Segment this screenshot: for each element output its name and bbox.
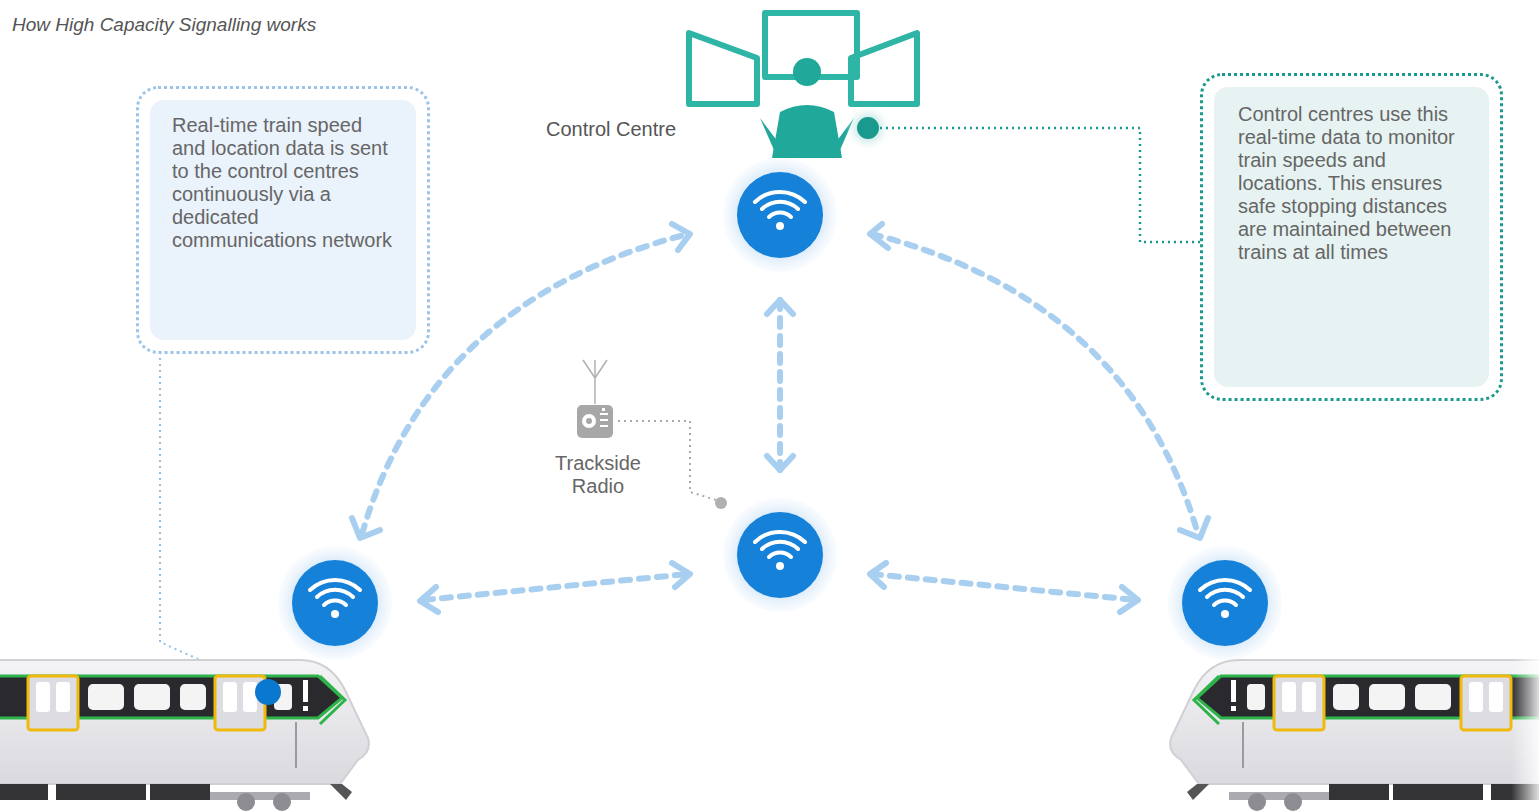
callout-box: Control centres use this real-time data … [1200,73,1503,401]
callout-fill: Real-time train speed and location data … [150,100,416,340]
control-centre-label: Control Centre [546,118,746,141]
callout-fill: Control centres use this real-time data … [1214,87,1489,387]
callout-box: Real-time train speed and location data … [136,86,430,354]
callout-text: Real-time train speed and location data … [172,114,398,252]
trackside-radio-label: Trackside Radio [543,452,653,498]
diagram-title: How High Capacity Signalling works [12,14,316,36]
callout-text: Control centres use this real-time data … [1238,103,1475,264]
